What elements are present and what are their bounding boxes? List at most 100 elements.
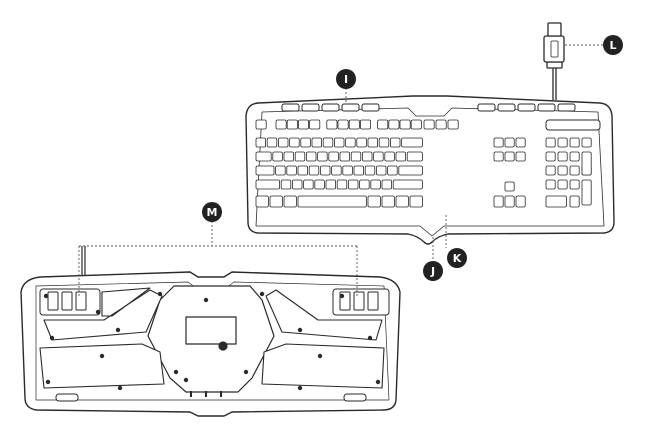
- screw-hole: [115, 327, 121, 333]
- foot-left: [39, 288, 101, 316]
- key: [569, 137, 580, 148]
- key: [504, 195, 515, 208]
- key: [300, 137, 311, 148]
- key: [336, 179, 348, 190]
- key: [569, 179, 580, 190]
- key: [350, 151, 362, 162]
- screw-hole: [45, 379, 51, 385]
- key: [314, 179, 325, 190]
- key: [286, 165, 297, 176]
- keyboard-bottom-view: [20, 246, 401, 417]
- screw-hole: [203, 297, 209, 303]
- screw-hole: [117, 385, 123, 391]
- key: [375, 165, 387, 176]
- key: [333, 137, 345, 148]
- key: [392, 179, 423, 190]
- key: [305, 151, 317, 162]
- usb-cable: [543, 22, 565, 100]
- key: [342, 165, 353, 176]
- key: [409, 195, 423, 208]
- key: [297, 165, 309, 176]
- key: [367, 195, 381, 208]
- key: [423, 119, 435, 130]
- callout-M-label: M: [207, 206, 218, 219]
- key: [384, 151, 395, 162]
- foot-right: [332, 288, 390, 316]
- key: [557, 165, 568, 176]
- screw-hole: [243, 369, 249, 375]
- panels-right: [261, 289, 385, 389]
- callout-I-label: I: [344, 73, 348, 86]
- key: [326, 119, 338, 130]
- screw-hole: [49, 335, 55, 341]
- key: [545, 151, 556, 162]
- key: [348, 119, 360, 130]
- key: [309, 119, 321, 130]
- key: [406, 151, 423, 162]
- key: [569, 195, 580, 208]
- callout-L-label: L: [609, 39, 616, 52]
- key: [515, 137, 526, 148]
- callout-K-label: K: [453, 252, 462, 265]
- screw-hole: [183, 377, 189, 383]
- key: [545, 165, 556, 176]
- key: [388, 119, 400, 130]
- key: [545, 179, 556, 190]
- key: [325, 179, 337, 190]
- key: [381, 179, 393, 190]
- screw-hole: [95, 309, 101, 315]
- key: [410, 119, 422, 130]
- key: [515, 151, 526, 162]
- key: [297, 195, 367, 208]
- callout-L: L: [603, 35, 623, 55]
- key: [493, 151, 504, 162]
- key: [557, 179, 568, 190]
- key: [337, 119, 349, 130]
- key: [280, 179, 292, 190]
- key: [504, 151, 515, 162]
- key: [401, 137, 423, 148]
- key: [377, 119, 389, 130]
- key: [557, 151, 568, 162]
- key: [398, 165, 423, 176]
- key: [557, 137, 568, 148]
- label-plate: [185, 316, 237, 345]
- screw-hole: [367, 335, 373, 341]
- screw-hole: [297, 385, 303, 391]
- key: [286, 119, 298, 130]
- key: [322, 137, 334, 148]
- screw-hole: [99, 353, 105, 359]
- key: [347, 179, 359, 190]
- key: [272, 151, 283, 162]
- key: [381, 195, 395, 208]
- key: [269, 195, 283, 208]
- key: [364, 165, 376, 176]
- keyboard-top-view: [245, 95, 615, 245]
- key: [345, 137, 356, 148]
- key: [353, 165, 365, 176]
- key: [504, 181, 515, 192]
- key: [367, 137, 379, 148]
- usb-plug-body: [543, 35, 565, 63]
- key: [311, 137, 323, 148]
- key: [277, 137, 289, 148]
- key: [319, 165, 331, 176]
- screw-hole: [157, 291, 163, 297]
- screw-hole: [339, 293, 345, 299]
- media-buttons-right: [477, 103, 576, 112]
- screw-hole: [317, 353, 323, 359]
- key: [545, 195, 567, 208]
- key: [297, 119, 309, 130]
- key: [255, 137, 267, 148]
- screw-hole: [43, 293, 49, 299]
- callout-I: I: [336, 69, 356, 89]
- key: [359, 119, 371, 130]
- leader-lines: [78, 44, 604, 296]
- key: [266, 137, 278, 148]
- key: [275, 119, 287, 130]
- key: [255, 151, 272, 162]
- screw-hole: [259, 291, 265, 297]
- key: [395, 195, 409, 208]
- key: [289, 137, 300, 148]
